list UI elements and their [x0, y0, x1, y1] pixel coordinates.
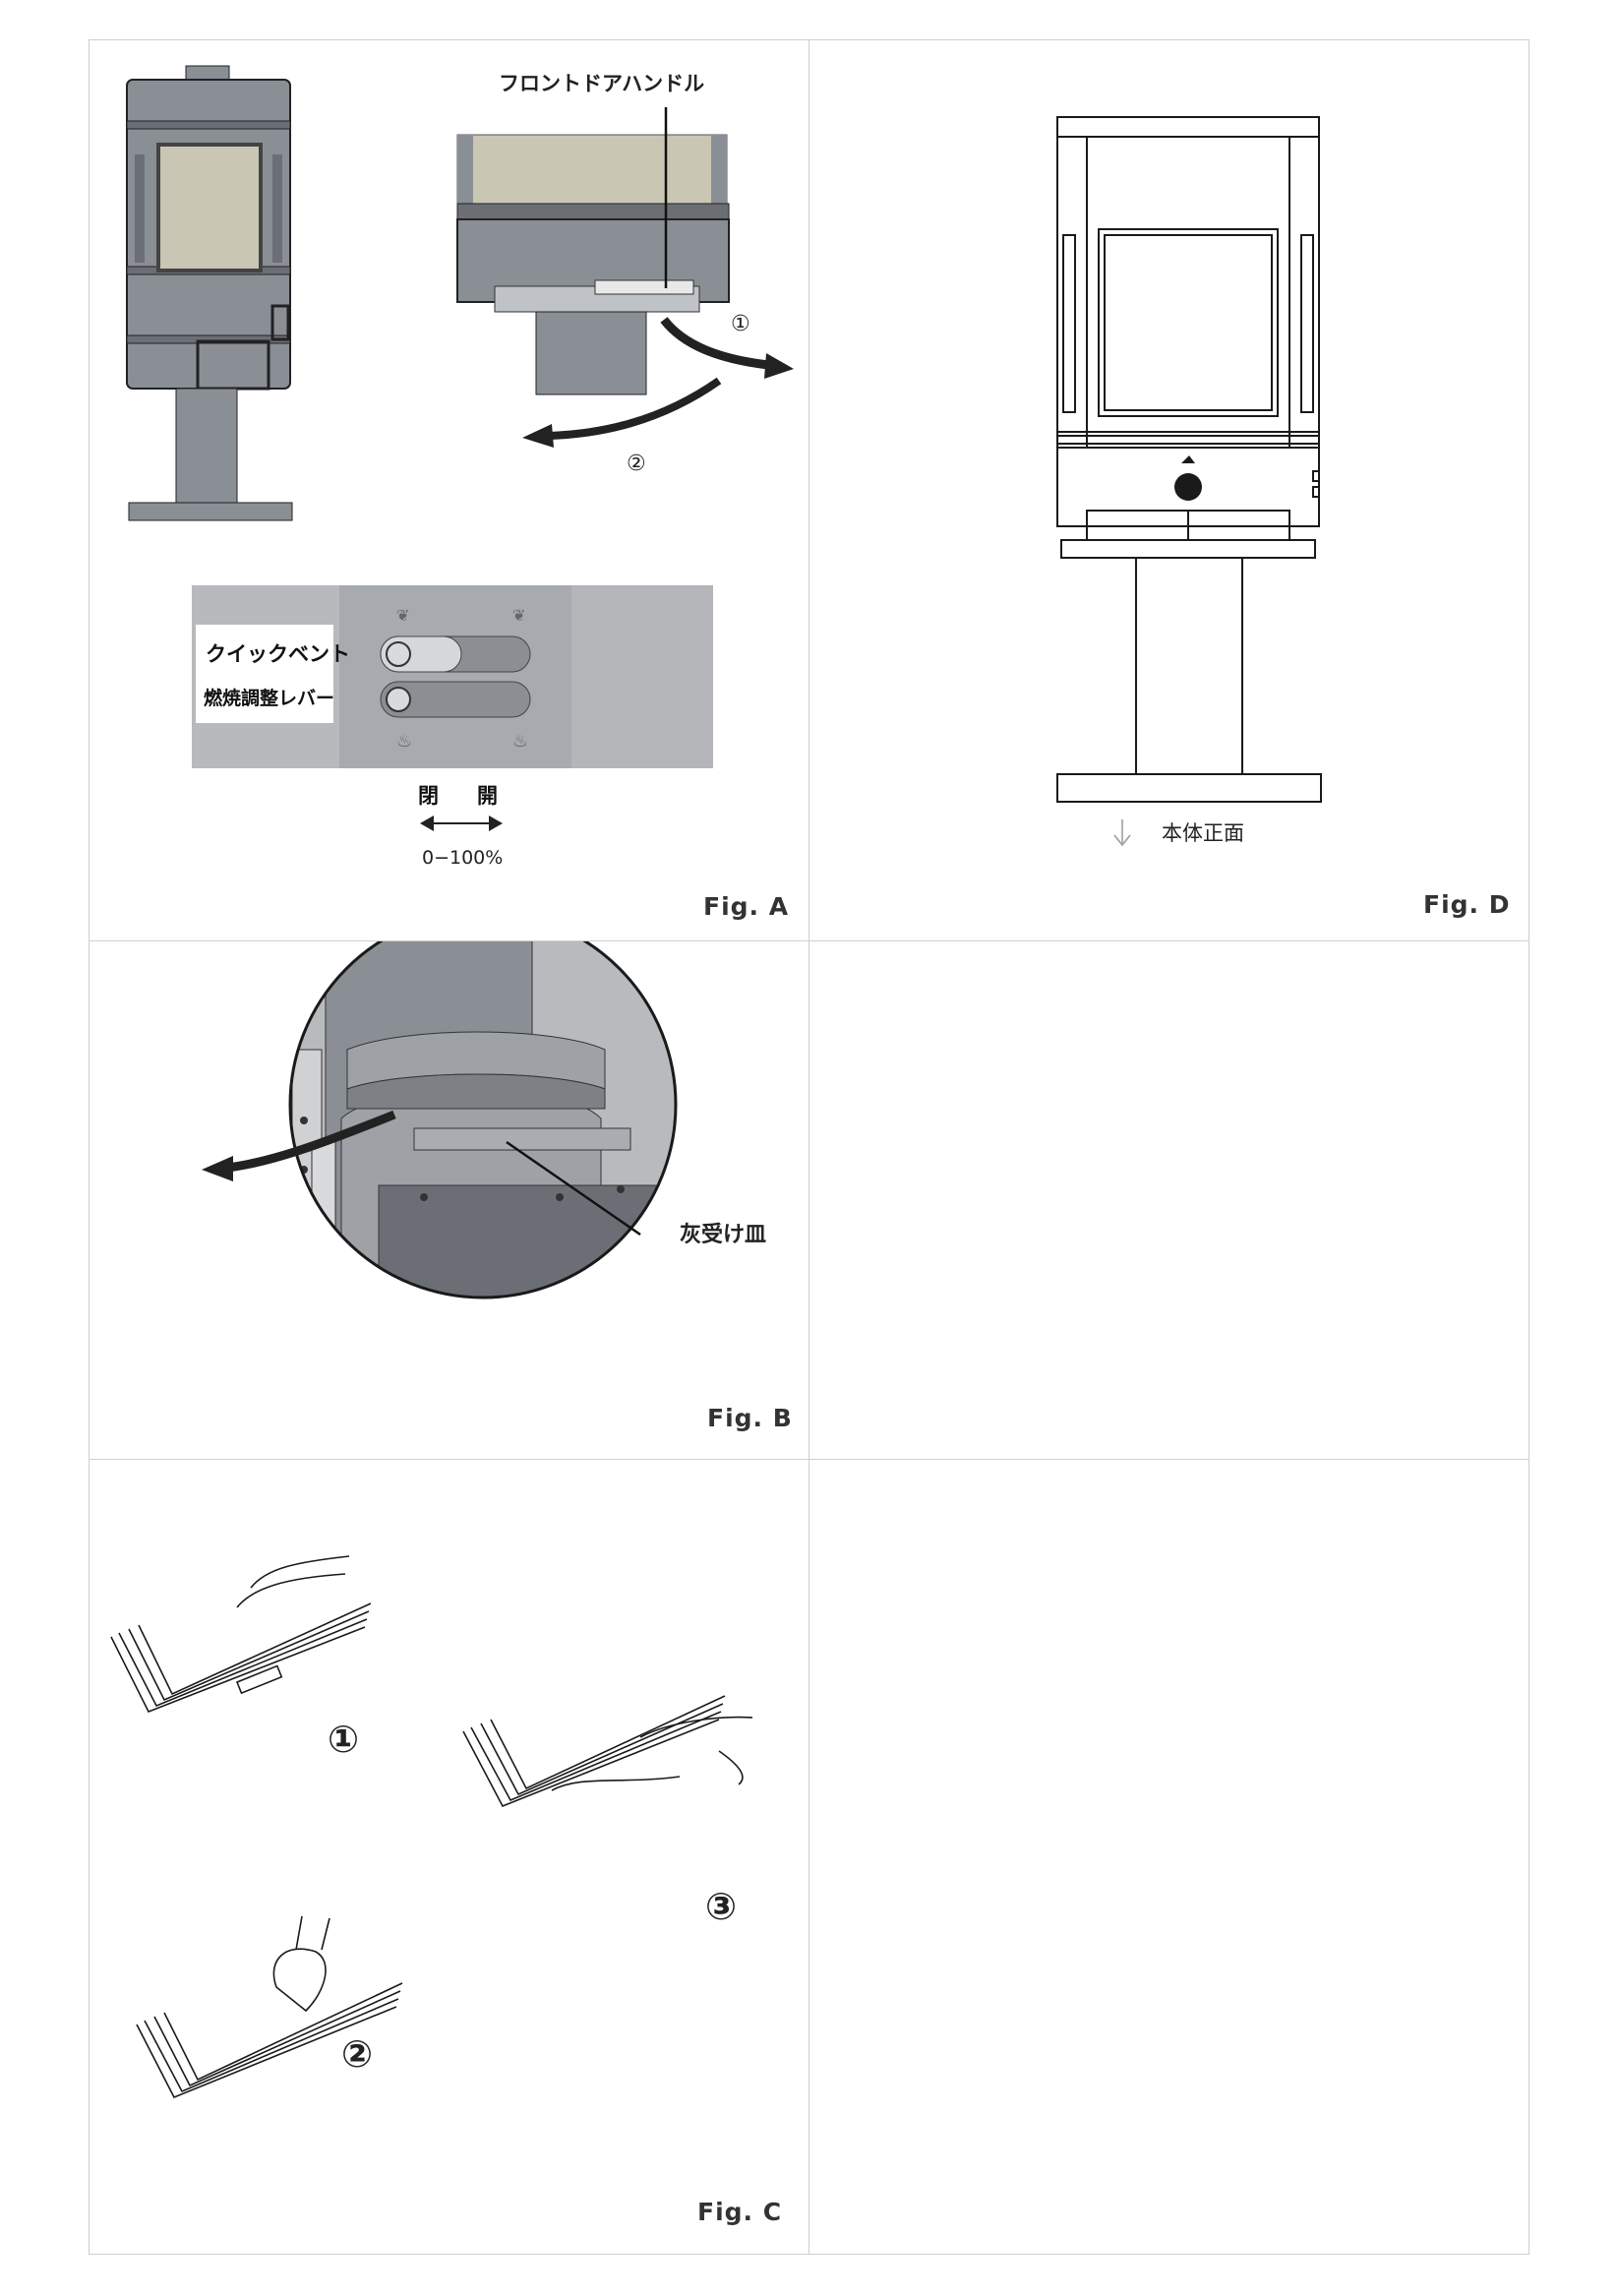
- stove-full-view: [126, 65, 293, 521]
- ash-pan-label: 灰受け皿: [680, 1223, 767, 1247]
- gasket-step-1-number: ①: [328, 1718, 360, 1761]
- stove-door-closeup: [456, 107, 794, 448]
- gasket-step-3-drawing: [462, 1695, 753, 1808]
- gasket-step-1-drawing: [110, 1555, 372, 1714]
- figure-a-panel: ❦ ❦ ♨ ♨ フロントドアハンドル ① ② クイックベント 燃焼調整レバー 閉…: [89, 39, 809, 941]
- svg-text:❦: ❦: [512, 606, 525, 625]
- fig-d-label: Fig. D: [1423, 890, 1511, 919]
- step-2-marker: ②: [627, 452, 646, 476]
- figure-d-panel: 本体正面 Fig. D: [809, 39, 1529, 941]
- ash-pan-closeup: [290, 941, 676, 1298]
- lever-panel: ❦ ❦ ♨ ♨: [192, 585, 713, 768]
- stove-knob: [1174, 473, 1202, 501]
- closed-label: 閉: [418, 784, 439, 808]
- front-of-unit-label: 本体正面: [1162, 821, 1244, 845]
- front-door-handle-label: フロントドアハンドル: [499, 72, 705, 95]
- figure-b-panel: 灰受け皿 Fig. B: [89, 940, 809, 1460]
- svg-text:❦: ❦: [396, 606, 409, 625]
- empty-panel-middle: [809, 940, 1529, 1460]
- open-close-arrow: [420, 816, 503, 831]
- step-1-marker: ①: [731, 312, 750, 336]
- figure-c-panel: ① ② ③ Fig. C: [89, 1459, 809, 2255]
- svg-text:♨: ♨: [396, 731, 412, 752]
- fig-a-label: Fig. A: [703, 892, 790, 921]
- svg-text:♨: ♨: [512, 731, 528, 752]
- gasket-step-2-number: ②: [341, 2032, 374, 2076]
- fig-c-label: Fig. C: [697, 2198, 783, 2226]
- combustion-lever-label: 燃焼調整レバー: [204, 688, 335, 709]
- gasket-step-3-number: ③: [705, 1885, 738, 1928]
- fig-d-line-drawing: [1056, 116, 1322, 847]
- fig-c-illustration: [110, 1555, 753, 2099]
- range-label: 0−100%: [422, 847, 504, 869]
- figure-grid: ❦ ❦ ♨ ♨ フロントドアハンドル ① ② クイックベント 燃焼調整レバー 閉…: [89, 39, 1529, 2255]
- stove-line-drawing: [1056, 116, 1322, 803]
- fig-a-illustration: ❦ ❦ ♨ ♨: [126, 65, 794, 831]
- open-label: 開: [477, 784, 498, 808]
- empty-panel-bottom: [809, 1459, 1529, 2255]
- quick-vent-label: クイックベント: [206, 642, 350, 666]
- fig-b-illustration: [202, 941, 678, 1299]
- gasket-step-2-drawing: [136, 1915, 403, 2099]
- fig-b-label: Fig. B: [707, 1404, 793, 1432]
